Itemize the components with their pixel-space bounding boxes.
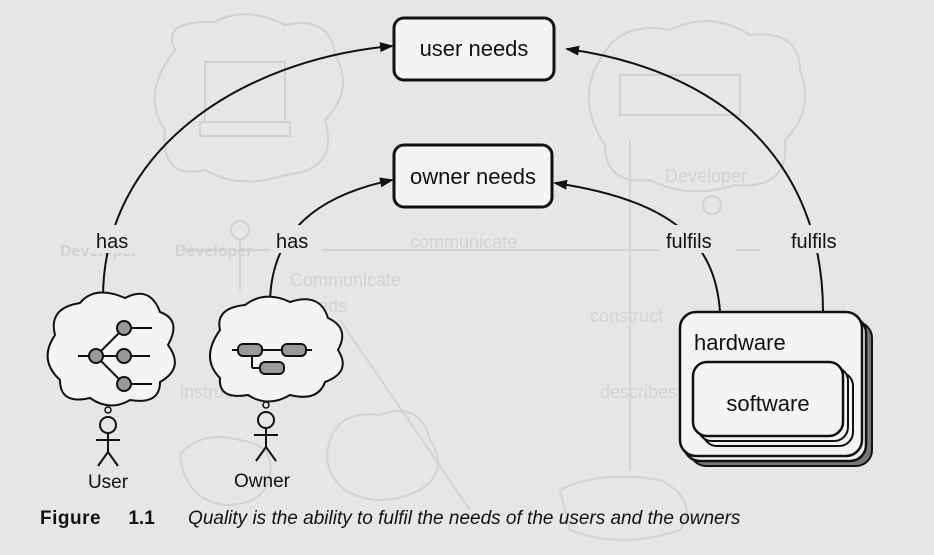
bg-communicate: communicate	[410, 232, 517, 252]
node-hardware: hardware software	[678, 310, 873, 467]
edge-label-user-has: has	[96, 231, 128, 253]
edge-label-hardware-fulfils-owner: fulfils	[666, 231, 712, 253]
bg-construct: construct	[590, 306, 663, 326]
figure-caption-text: Quality is the ability to fulfil the nee…	[188, 508, 741, 529]
owner-thought-cloud	[209, 295, 344, 409]
figure-number: 1.1	[128, 508, 155, 529]
edge-label-hardware-fulfils-user: fulfils	[791, 231, 837, 253]
edge-owner-has-owner-needs	[269, 177, 394, 306]
edge-label-owner-has: has	[276, 231, 308, 253]
edge-user-has-user-needs	[102, 42, 394, 299]
owner-actor-icon	[254, 411, 278, 462]
bg-developer-top-right: Developer	[665, 166, 747, 186]
bg-communicate-needs: Communicate	[290, 270, 401, 290]
flow-icon	[232, 343, 312, 375]
node-software: software	[691, 360, 854, 447]
node-software-label: software	[726, 391, 809, 416]
bg-describes: describes	[600, 382, 677, 402]
node-hardware-label: hardware	[694, 330, 786, 355]
figure-caption: Figure 1.1 Quality is the ability to ful…	[40, 508, 920, 530]
user-actor-label: User	[88, 472, 129, 493]
edge-hardware-fulfils-user-needs	[565, 45, 824, 313]
node-owner-needs-label: owner needs	[410, 164, 536, 189]
owner-actor-label: Owner	[234, 471, 291, 492]
tree-icon	[78, 320, 152, 392]
user-thought-cloud	[46, 291, 176, 414]
edge-labels: has has fulfils fulfils	[90, 225, 862, 253]
node-user-needs-label: user needs	[420, 36, 529, 61]
node-user-needs: user needs	[392, 16, 556, 82]
node-owner-needs: owner needs	[392, 143, 554, 209]
bg-developer-mid: Developer	[175, 243, 252, 260]
user-actor-icon	[96, 416, 120, 467]
figure-label: Figure	[40, 508, 102, 529]
